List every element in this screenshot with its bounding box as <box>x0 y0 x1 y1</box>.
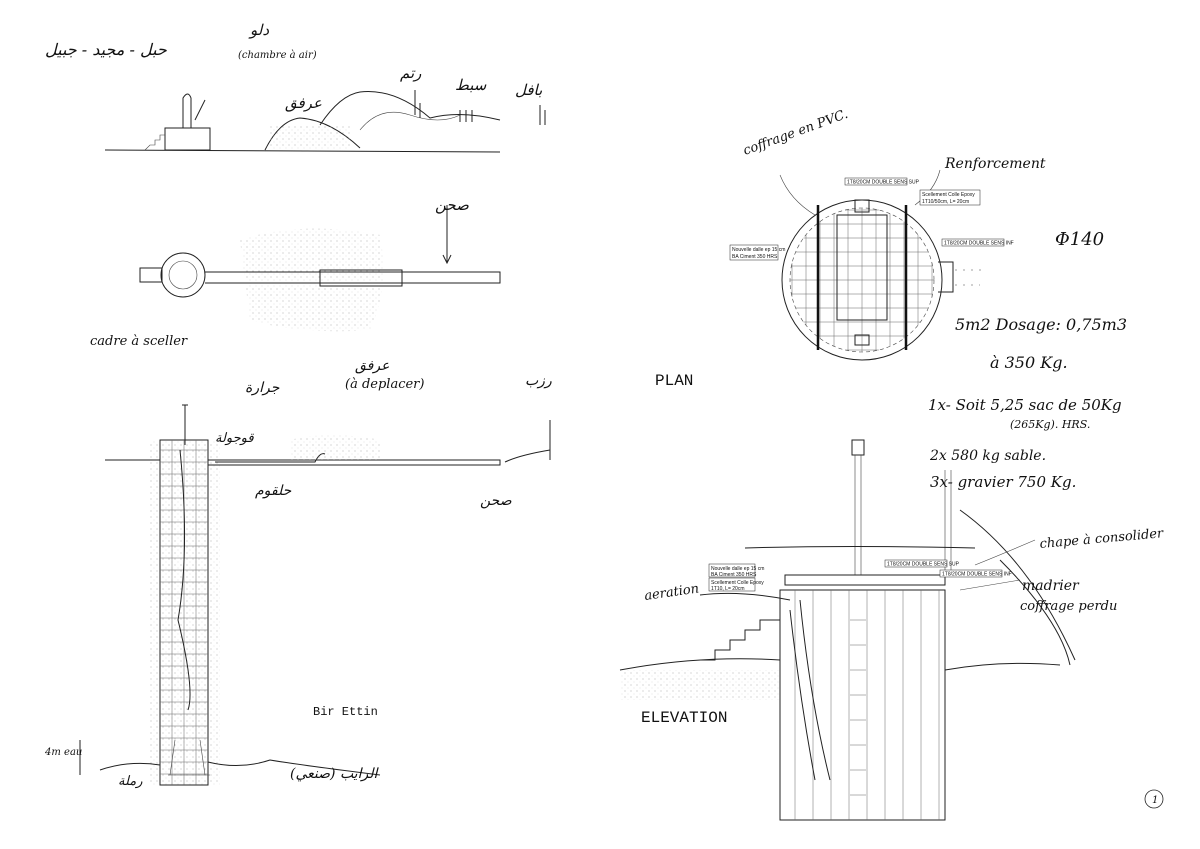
svg-text:Scellement Colle Epoxy: Scellement Colle Epoxy <box>711 580 764 586</box>
svg-text:1T10, L= 20cm: 1T10, L= 20cm <box>711 586 745 592</box>
label-plant-3: بافل <box>515 81 542 99</box>
label-rope: حبل - مجيد - جبيل <box>45 40 167 59</box>
label-plant-1: رتم <box>400 64 422 82</box>
plan-title: PLAN <box>655 372 693 390</box>
cistern-elevation-drawing <box>619 439 1076 821</box>
label-courtyard-section: صحن <box>480 493 512 509</box>
label-dune-note: (à deplacer) <box>345 377 424 392</box>
cistern-plan-drawing <box>779 169 985 361</box>
elev-tag-slab: Nouvelle dalle ep 15 cm BA Ciment 350 HR… <box>708 563 764 578</box>
svg-text:1T8/20CM DOUBLE SENS SUP: 1T8/20CM DOUBLE SENS SUP <box>847 180 920 186</box>
elevation-title: ELEVATION <box>641 709 727 727</box>
elev-tag-top: 1T8/20CM DOUBLE SENS SUP <box>884 559 960 568</box>
svg-text:Nouvelle dalle ep 15 cm: Nouvelle dalle ep 15 cm <box>711 566 764 572</box>
label-bucket-right: رزب <box>525 373 552 389</box>
svg-text:BA Ciment 350 HRS: BA Ciment 350 HRS <box>732 254 778 260</box>
label-bucket-note: (chambre à air) <box>238 50 317 61</box>
svg-text:1T8/20CM DOUBLE SENS SUP: 1T8/20CM DOUBLE SENS SUP <box>887 562 960 568</box>
label-plant-2: سبط <box>455 76 487 94</box>
label-courtyard-plan: صحن <box>435 196 469 214</box>
note-line: 2x 580 kg sable. <box>929 448 1046 464</box>
label-hardpan: (صنعي) الرايب <box>290 766 379 782</box>
svg-text:Scellement Colle Epoxy: Scellement Colle Epoxy <box>922 192 975 198</box>
note-line: 5m2 Dosage: 0,75m3 <box>955 315 1127 334</box>
label-trough-top: قوجولة <box>215 431 254 446</box>
label-plank: madrier <box>1022 578 1080 594</box>
concrete-notes: 5m2 Dosage: 0,75m3 à 350 Kg. 1x- Soit 5,… <box>928 315 1127 491</box>
label-frame: cadre à sceller <box>90 334 188 349</box>
plan-tag-top: 1T8/20CM DOUBLE SENS SUP <box>844 177 920 186</box>
label-pulley: جرارة <box>245 380 280 396</box>
page-number: 1 <box>1152 795 1158 806</box>
note-line: 3x- gravier 750 Kg. <box>930 473 1076 491</box>
label-bucket: دلو <box>248 21 269 39</box>
label-aeration: aeration <box>643 581 700 604</box>
label-screed: chape à consolider <box>1039 526 1165 552</box>
well-section-sketch <box>79 404 551 786</box>
svg-text:Nouvelle dalle ep 15 cm: Nouvelle dalle ep 15 cm <box>732 247 785 253</box>
label-throat: حلقوم <box>255 483 292 499</box>
section-title: Bir Ettin <box>313 705 378 719</box>
svg-text:1T8/20CM DOUBLE SENS INF: 1T8/20CM DOUBLE SENS INF <box>944 241 1014 247</box>
elev-tag-anchor: Scellement Colle Epoxy 1T10, L= 20cm <box>708 577 764 592</box>
label-reinforcement: Renforcement <box>944 156 1046 172</box>
plan-tag-anchor: Scellement Colle Epoxy 1T10/50cm, L= 20c… <box>919 189 981 206</box>
plan-tag-slab: Nouvelle dalle ep 15 cm BA Ciment 350 HR… <box>729 244 785 261</box>
note-line: 1x- Soit 5,25 sac de 50Kg <box>928 396 1122 414</box>
note-line: (265Kg). HRS. <box>1010 418 1090 431</box>
label-sand: رملة <box>118 774 143 789</box>
svg-text:BA Ciment 350 HRS: BA Ciment 350 HRS <box>711 572 757 578</box>
page-number-circle <box>1144 789 1164 809</box>
label-dune: عرفق <box>285 94 322 112</box>
label-lost-formwork: coffrage perdu <box>1020 599 1117 614</box>
svg-text:1T10/50cm, L= 20cm: 1T10/50cm, L= 20cm <box>922 199 969 205</box>
plan-tag-bottom: 1T8/20CM DOUBLE SENS INF <box>941 238 1014 247</box>
label-water-level: 4m eau <box>44 747 82 758</box>
elev-tag-bottom: 1T8/20CM DOUBLE SENS INF <box>939 569 1012 578</box>
well-plan-sketch <box>139 205 501 332</box>
note-line: à 350 Kg. <box>990 353 1068 372</box>
svg-text:1T8/20CM DOUBLE SENS INF: 1T8/20CM DOUBLE SENS INF <box>942 572 1012 578</box>
landscape-sketch <box>104 90 546 153</box>
label-dune-plan: عرفق <box>355 358 389 374</box>
label-pipe-diameter: Φ140 <box>1055 229 1104 250</box>
label-formwork: coffrage en PVC. <box>741 107 850 159</box>
